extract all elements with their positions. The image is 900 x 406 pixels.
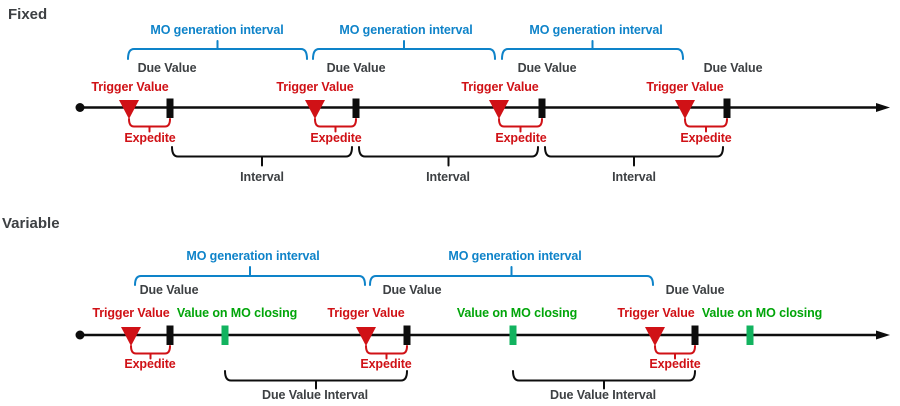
expedite-brace — [365, 345, 408, 360]
interval-label: Interval — [426, 170, 470, 184]
value-on-mo-closing-label: Value on MO closing — [176, 306, 298, 320]
expedite-brace — [314, 118, 357, 133]
due-value-marker — [403, 325, 411, 345]
trigger-marker-icon — [489, 100, 509, 119]
trigger-value-label: Trigger Value — [646, 80, 724, 94]
expedite-label: Expedite — [649, 357, 701, 371]
due-value-label: Due Value — [382, 283, 442, 297]
trigger-value-label: Trigger Value — [461, 80, 539, 94]
interval-brace — [171, 146, 353, 167]
due-value-marker — [538, 98, 546, 118]
trigger-marker-icon — [119, 100, 139, 119]
mo-generation-brace — [312, 40, 496, 60]
mo-closing-marker — [509, 325, 517, 345]
mo-generation-interval-label: MO generation interval — [186, 249, 320, 263]
interval-brace — [544, 146, 724, 167]
interval-label: Interval — [240, 170, 284, 184]
value-on-mo-closing-label: Value on MO closing — [456, 306, 578, 320]
mo-generation-interval-label: MO generation interval — [150, 23, 284, 37]
expedite-label: Expedite — [124, 131, 176, 145]
mo-generation-brace — [134, 266, 366, 286]
mo-generation-interval-label: MO generation interval — [448, 249, 582, 263]
due-value-label: Due Value — [703, 61, 763, 75]
due-value-label: Due Value — [137, 61, 197, 75]
expedite-label: Expedite — [495, 131, 547, 145]
expedite-label: Expedite — [680, 131, 732, 145]
due-value-marker — [723, 98, 731, 118]
due-value-marker — [691, 325, 699, 345]
variable-section-title: Variable — [2, 215, 60, 232]
variable-timeline-arrowhead-icon — [876, 330, 890, 340]
interval-label: Interval — [612, 170, 656, 184]
fixed-timeline-start-dot — [75, 103, 85, 112]
due-value-marker — [166, 98, 174, 118]
due-value-marker — [352, 98, 360, 118]
expedite-label: Expedite — [360, 357, 412, 371]
expedite-label: Expedite — [124, 357, 176, 371]
mo-generation-interval-label: MO generation interval — [339, 23, 473, 37]
trigger-value-label: Trigger Value — [276, 80, 354, 94]
due-value-label: Due Value — [139, 283, 199, 297]
mo-generation-brace — [369, 266, 654, 286]
fixed-section-title: Fixed — [8, 6, 48, 23]
trigger-marker-icon — [121, 327, 141, 346]
due-value-interval-brace — [224, 370, 408, 390]
trigger-value-label: Trigger Value — [327, 306, 405, 320]
due-value-interval-label: Due Value Interval — [262, 388, 368, 402]
mo-generation-interval-label: MO generation interval — [529, 23, 663, 37]
mo-generation-brace — [127, 40, 308, 60]
expedite-brace — [128, 118, 171, 133]
trigger-marker-icon — [305, 100, 325, 119]
expedite-brace — [684, 118, 728, 133]
due-value-interval-label: Due Value Interval — [550, 388, 656, 402]
due-value-label: Due Value — [665, 283, 725, 297]
mo-closing-marker — [221, 325, 229, 345]
variable-timeline-start-dot — [75, 330, 85, 340]
expedite-brace — [654, 345, 696, 360]
trigger-value-label: Trigger Value — [617, 306, 695, 320]
trigger-value-label: Trigger Value — [91, 80, 169, 94]
due-value-label: Due Value — [326, 61, 386, 75]
fixed-timeline-arrowhead-icon — [876, 103, 890, 112]
trigger-marker-icon — [675, 100, 695, 119]
due-value-label: Due Value — [517, 61, 577, 75]
trigger-marker-icon — [645, 327, 665, 346]
mo-closing-marker — [746, 325, 754, 345]
expedite-brace — [130, 345, 171, 360]
trigger-value-label: Trigger Value — [92, 306, 170, 320]
due-value-marker — [166, 325, 174, 345]
value-on-mo-closing-label: Value on MO closing — [701, 306, 823, 320]
due-value-interval-brace — [512, 370, 696, 390]
interval-brace — [358, 146, 539, 167]
expedite-brace — [498, 118, 543, 133]
expedite-label: Expedite — [310, 131, 362, 145]
trigger-marker-icon — [356, 327, 376, 346]
mo-generation-brace — [501, 40, 684, 60]
